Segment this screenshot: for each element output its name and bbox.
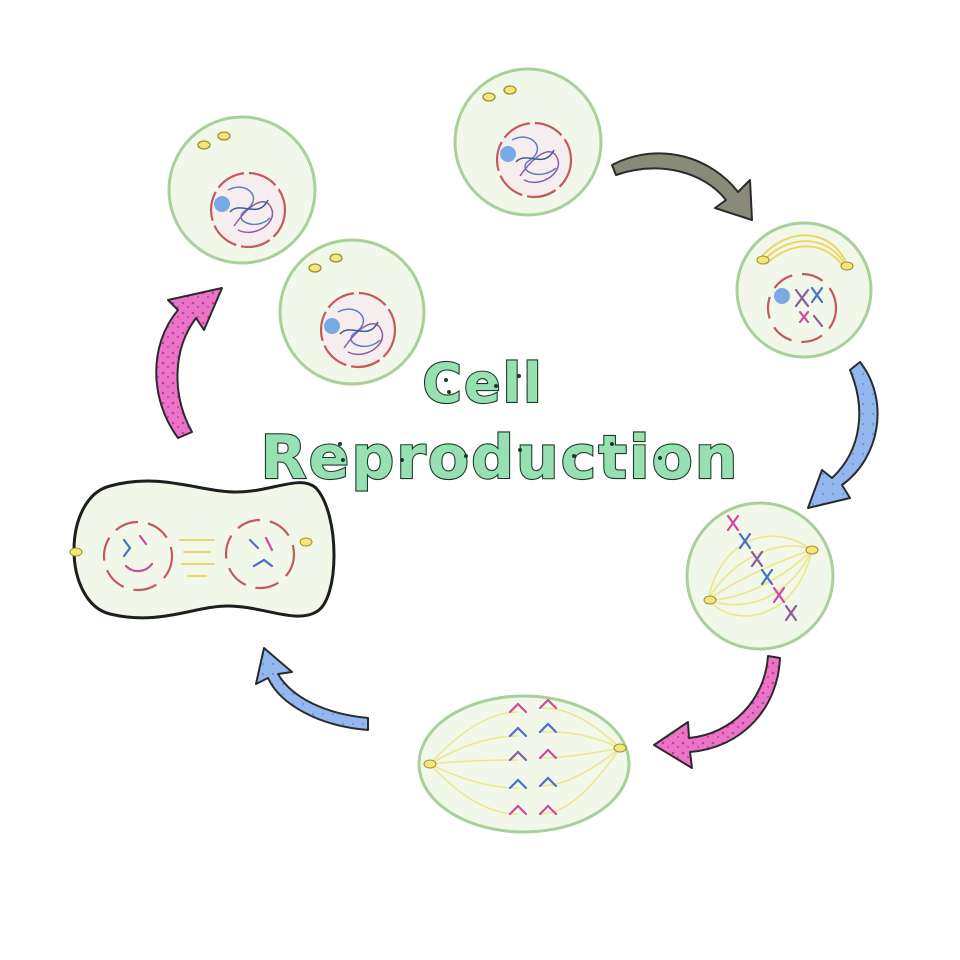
centrosome-icon [197, 131, 231, 150]
cell-telophase [69, 479, 336, 620]
separating-chromatids-icon [508, 698, 558, 816]
arrow-anaphase-to-telophase [255, 647, 369, 731]
daughter-cell-lower [278, 238, 426, 386]
cycle-arrows [155, 152, 879, 769]
cell-metaphase [685, 501, 835, 651]
arrow-telophase-to-interphase [155, 287, 223, 439]
arrow-prophase-to-metaphase [807, 361, 879, 509]
chromatin-icon [227, 186, 274, 233]
daughter-cell-upper [167, 115, 317, 265]
cleavage-furrow-fibers [179, 539, 215, 577]
condensed-chromosome-icon [794, 286, 824, 328]
spindle-fibers-icon [707, 535, 813, 617]
title-line-cell: Cell [422, 352, 543, 415]
cell-anaphase [417, 694, 631, 834]
forming-spindle-icon [761, 234, 849, 269]
centrosome-icon [482, 85, 517, 102]
chromatin-icon [337, 308, 384, 355]
diagram-title: Cell Reproduction [259, 351, 739, 494]
centrosome-icon [308, 253, 343, 273]
cell-prophase [735, 221, 873, 359]
decondensing-chromosome-icon [122, 534, 274, 573]
dividing-cell-membrane [72, 479, 336, 620]
aligned-chromosome-icon [726, 514, 798, 622]
cell-interphase [453, 67, 603, 217]
title-line-reproduction: Reproduction [260, 423, 739, 493]
chromatin-icon [511, 136, 560, 183]
arrow-metaphase-to-anaphase [653, 655, 781, 769]
title-letter-dots [338, 374, 662, 462]
arrow-interphase-to-prophase [611, 152, 753, 221]
